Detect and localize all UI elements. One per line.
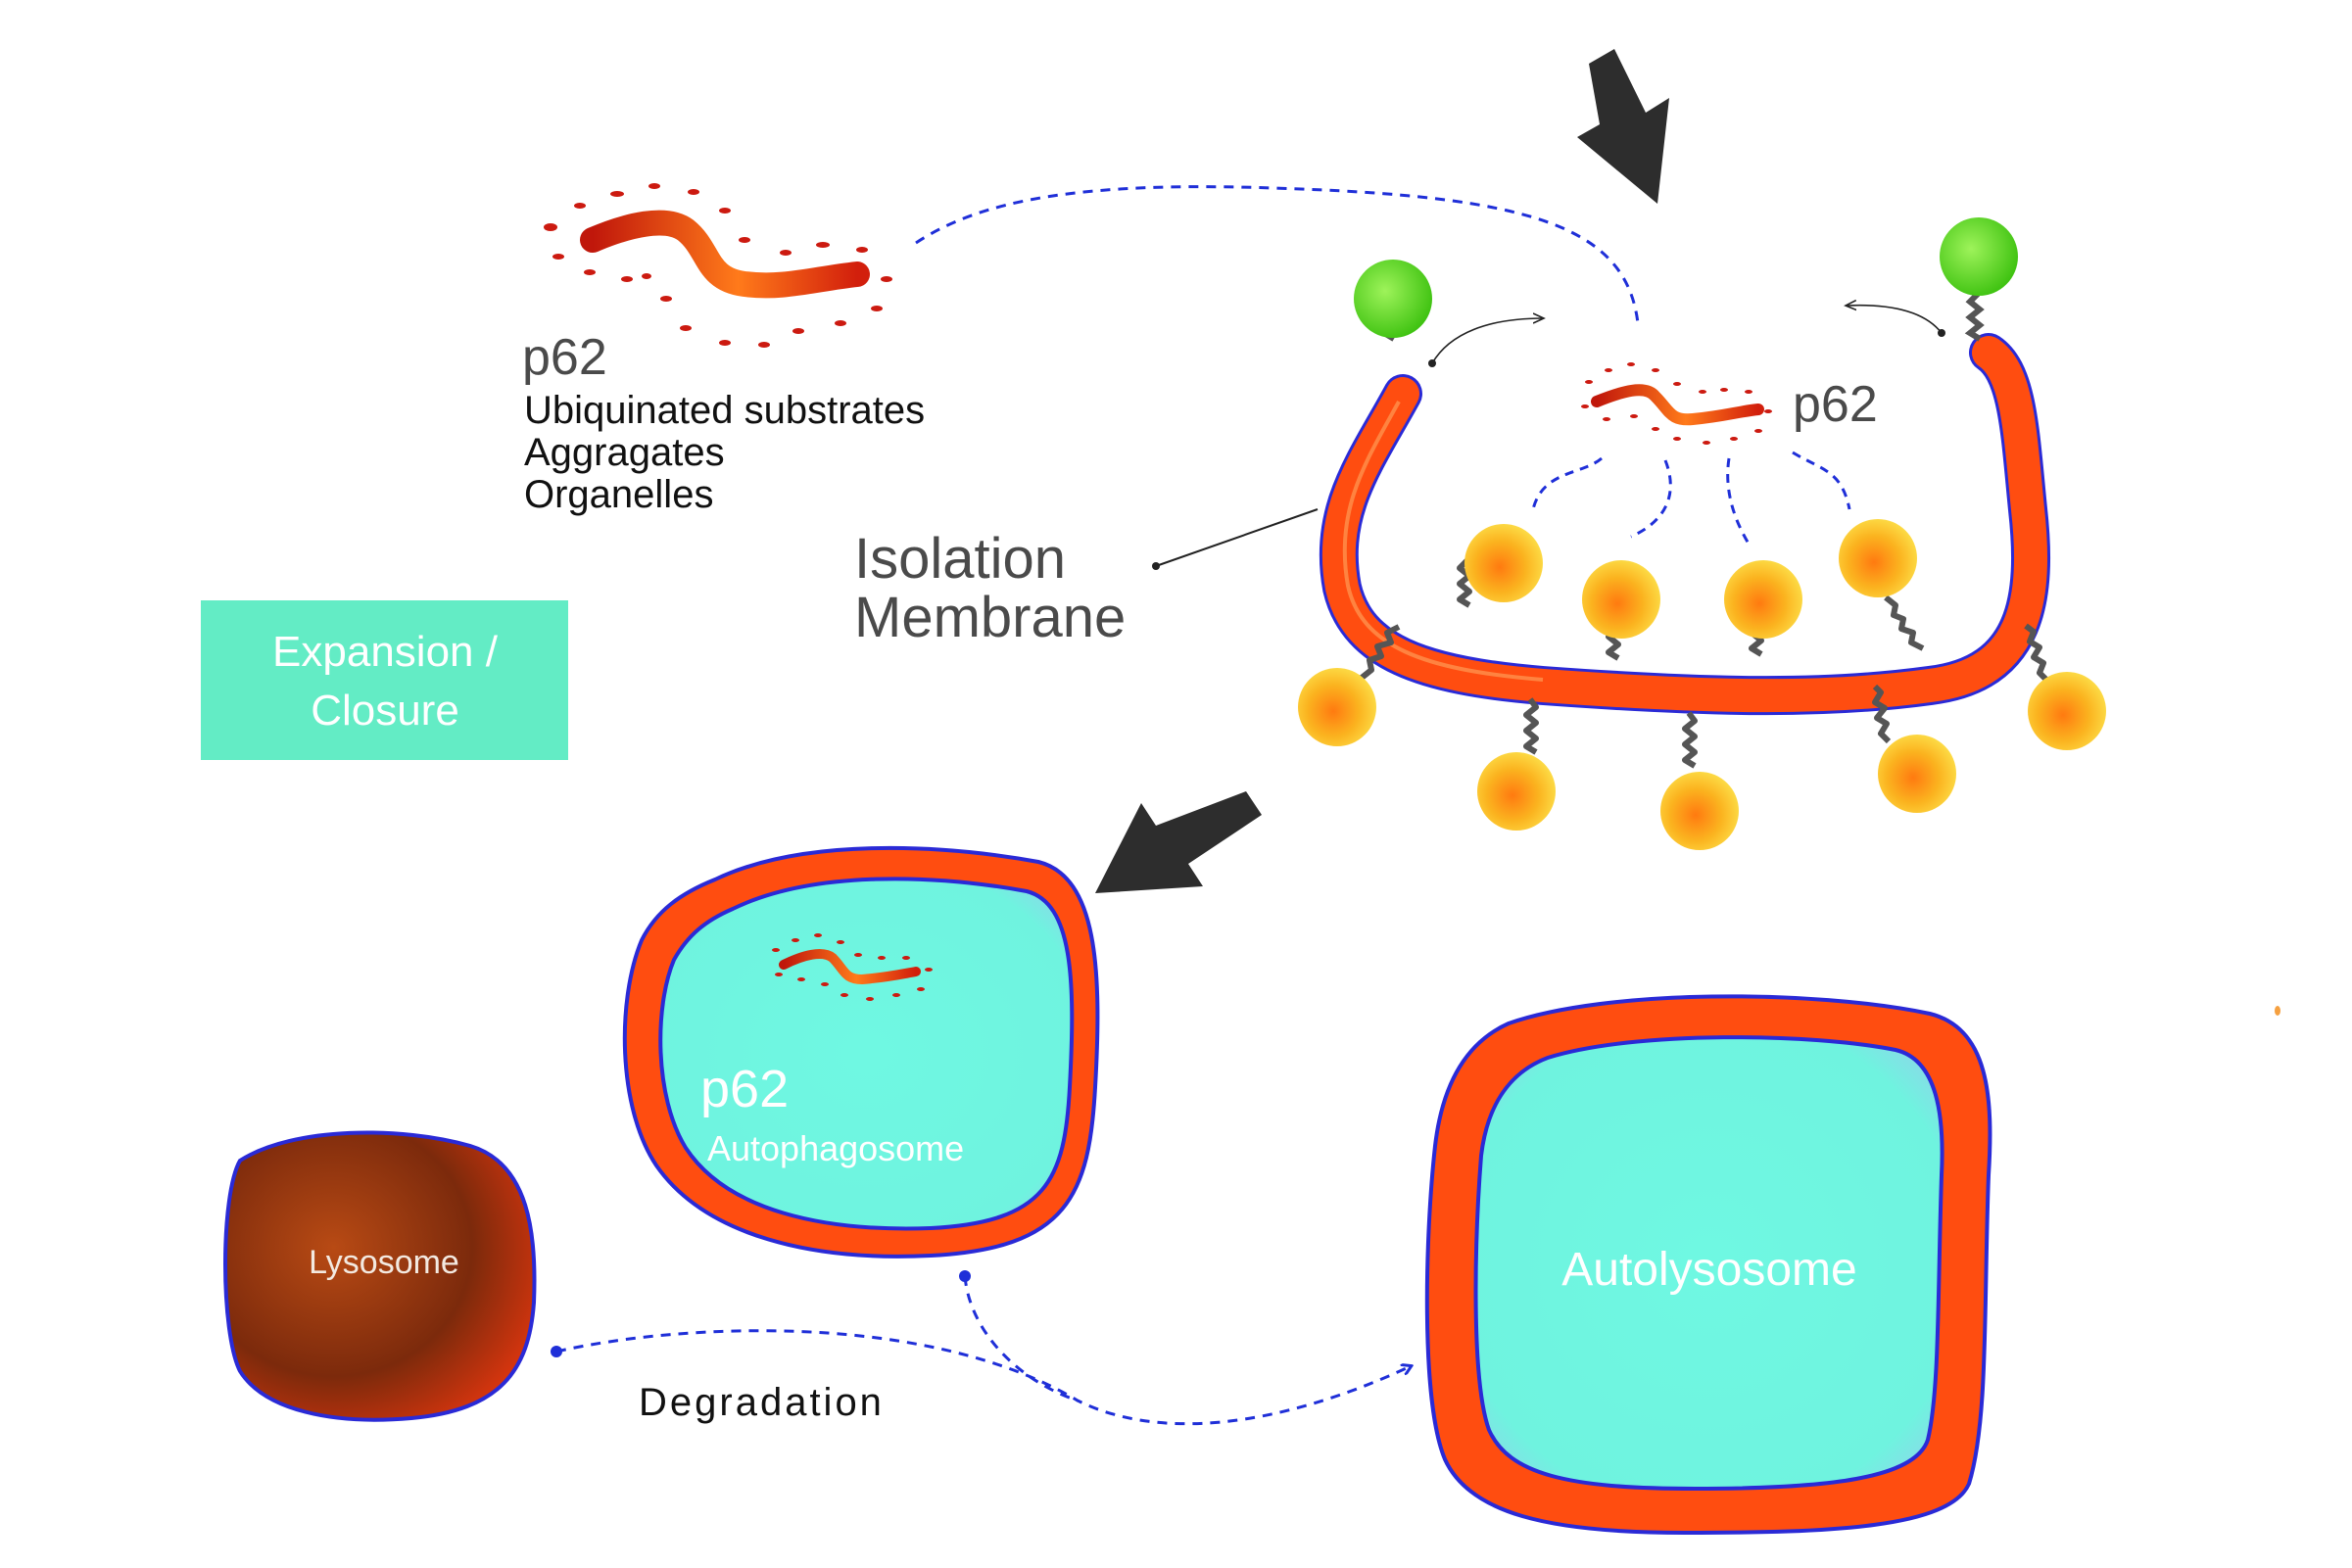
- curved-arrow-icon: [1428, 306, 1945, 367]
- autophagosome-label: Autophagosome: [707, 1128, 964, 1168]
- process-arrow-icon: [1095, 791, 1262, 893]
- substrate-squiggle-icon: [544, 183, 892, 348]
- autophagosome: [622, 845, 1100, 1259]
- expansion-label: Expansion /: [272, 628, 499, 676]
- atg-ball-icon: [1464, 519, 1917, 639]
- process-arrow-icon: [1577, 49, 1669, 204]
- atg-ball-icon: [1298, 668, 2106, 850]
- p62-autophagosome-label: p62: [700, 1060, 789, 1118]
- membrane-label: Membrane: [854, 586, 1126, 649]
- lysosome: [223, 1130, 537, 1422]
- degradation-flow: [551, 1270, 1411, 1426]
- lysosome-label: Lysosome: [309, 1244, 459, 1281]
- dashed-connector-top: [915, 185, 1640, 324]
- degradation-label: Degradation: [639, 1381, 885, 1424]
- substrate-squiggle-icon: [1581, 362, 1772, 445]
- lc3-ball-icon: [1354, 217, 2018, 342]
- stray-mark: [2275, 1006, 2280, 1016]
- closure-label: Closure: [311, 687, 459, 735]
- dashed-connector-p62: [1531, 451, 1851, 545]
- substrate-squiggle-icon: [772, 933, 933, 1001]
- expansion-closure-box: [201, 600, 568, 760]
- isolation-pointer: [1152, 508, 1319, 570]
- substrate-label: Ubiquinated substrates: [524, 389, 925, 432]
- p62-top-label: p62: [522, 329, 607, 386]
- p62-membrane-label: p62: [1793, 376, 1878, 433]
- isolation-membrane: [1319, 333, 2051, 716]
- spring-linker-icon: [1360, 557, 2050, 769]
- isolation-label: Isolation: [854, 527, 1066, 591]
- organelles-label: Organelles: [524, 473, 713, 516]
- autolysosome: [1424, 994, 1992, 1536]
- autolysosome-label: Autolysosome: [1561, 1244, 1856, 1296]
- aggregates-label: Aggragates: [524, 431, 725, 474]
